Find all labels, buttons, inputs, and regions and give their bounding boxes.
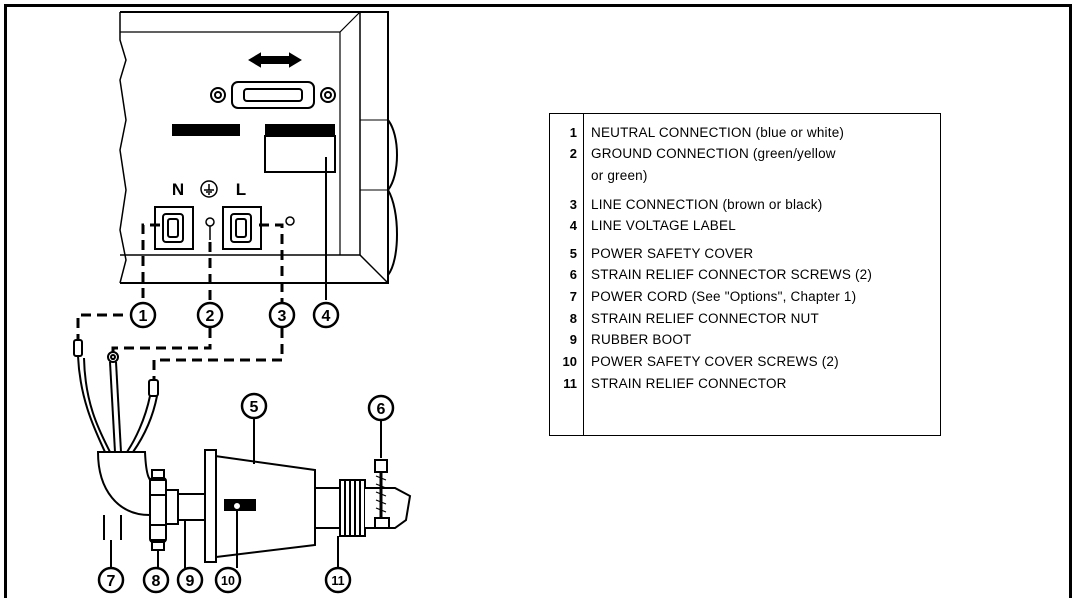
callout-6: 6 bbox=[367, 394, 395, 422]
callout-10: 10 bbox=[214, 566, 242, 594]
callout-10-number: 10 bbox=[221, 574, 235, 588]
legend-text: POWER SAFETY COVER SCREWS (2) bbox=[591, 354, 839, 369]
legend-row: 9 RUBBER BOOT bbox=[550, 330, 940, 350]
legend-row: 11 STRAIN RELIEF CONNECTOR bbox=[550, 374, 940, 394]
legend-table: 1 NEUTRAL CONNECTION (blue or white) 2 G… bbox=[549, 113, 941, 436]
callout-3: 3 bbox=[268, 301, 296, 329]
callout-4: 4 bbox=[312, 301, 340, 329]
leader-lines bbox=[76, 223, 284, 380]
ground-terminal bbox=[205, 217, 215, 240]
legend-number: 7 bbox=[569, 289, 577, 304]
neutral-letter: N bbox=[172, 180, 184, 199]
line-rating-label: LINE RATING bbox=[280, 128, 320, 135]
figure-frame bbox=[4, 4, 1072, 598]
callout-5: 5 bbox=[240, 392, 268, 420]
legend-text: STRAIN RELIEF CONNECTOR SCREWS (2) bbox=[591, 267, 873, 282]
callout-11-number: 11 bbox=[331, 574, 344, 588]
callout-9: 9 bbox=[176, 566, 204, 594]
neutral-terminal bbox=[154, 206, 194, 250]
legend-number: 5 bbox=[569, 246, 577, 261]
legend-number: 6 bbox=[569, 267, 577, 282]
legend-number: 10 bbox=[562, 354, 577, 369]
callout-2-number: 2 bbox=[206, 308, 215, 325]
line-letter: L bbox=[236, 180, 246, 199]
callout-8: 8 bbox=[142, 566, 170, 594]
legend-row: 8 STRAIN RELIEF CONNECTOR NUT bbox=[550, 309, 940, 329]
legend-text: POWER CORD (See "Options", Chapter 1) bbox=[591, 289, 857, 304]
legend-number: 11 bbox=[563, 376, 577, 391]
callout-7-number: 7 bbox=[107, 573, 116, 590]
callout-8-number: 8 bbox=[152, 573, 161, 590]
gpib-label: GPIB bbox=[267, 58, 283, 65]
callout-4-number: 4 bbox=[322, 308, 331, 325]
legend-number: 2 bbox=[569, 146, 577, 161]
legend-text: STRAIN RELIEF CONNECTOR NUT bbox=[591, 311, 819, 326]
legend-text: POWER SAFETY COVER bbox=[591, 246, 754, 261]
legend-row: 4 LINE VOLTAGE LABEL bbox=[550, 216, 940, 236]
gpib-connector bbox=[210, 52, 336, 109]
line-rating-label-bar bbox=[265, 124, 335, 136]
legend-number: 1 bbox=[569, 125, 577, 140]
rear-panel bbox=[119, 11, 398, 284]
legend-text: STRAIN RELIEF CONNECTOR bbox=[591, 376, 787, 391]
callout-7: 7 bbox=[97, 566, 125, 594]
legend-number: 3 bbox=[569, 197, 577, 212]
legend-row: 3 LINE CONNECTION (brown or black) bbox=[550, 195, 940, 215]
legend-row: 5 POWER SAFETY COVER bbox=[550, 244, 940, 264]
callout-1: 1 bbox=[129, 301, 157, 329]
legend-number: 4 bbox=[569, 218, 577, 233]
callout-3-number: 3 bbox=[278, 308, 287, 325]
callout-9-number: 9 bbox=[186, 573, 195, 590]
strain-relief-assembly bbox=[149, 449, 412, 563]
legend-text: LINE CONNECTION (brown or black) bbox=[591, 197, 823, 212]
callout-5-number: 5 bbox=[250, 399, 259, 416]
legend-text: NEUTRAL CONNECTION (blue or white) bbox=[591, 125, 845, 140]
line-voltage-label bbox=[264, 135, 336, 173]
callout-1-number: 1 bbox=[139, 308, 148, 325]
legend-row: 6 STRAIN RELIEF CONNECTOR SCREWS (2) bbox=[550, 265, 940, 285]
legend-text: or green) bbox=[591, 168, 648, 183]
legend-row: 1 NEUTRAL CONNECTION (blue or white) bbox=[550, 123, 940, 143]
ground-icon bbox=[200, 180, 218, 198]
panel-hole bbox=[285, 216, 295, 226]
legend-number: 9 bbox=[569, 332, 577, 347]
legend-row: 10 POWER SAFETY COVER SCREWS (2) bbox=[550, 352, 940, 372]
legend-text: LINE VOLTAGE LABEL bbox=[591, 218, 736, 233]
legend-row: 7 POWER CORD (See "Options", Chapter 1) bbox=[550, 287, 940, 307]
callout-6-number: 6 bbox=[377, 401, 386, 418]
callout-11: 11 bbox=[324, 566, 352, 594]
legend-divider bbox=[583, 114, 584, 435]
option-label-bar bbox=[172, 124, 240, 136]
legend-row: or green) bbox=[550, 166, 940, 186]
legend-text: GROUND CONNECTION (green/yellow bbox=[591, 146, 836, 161]
callout-2: 2 bbox=[196, 301, 224, 329]
legend-row: 2 GROUND CONNECTION (green/yellow bbox=[550, 144, 940, 164]
line-terminal bbox=[222, 206, 262, 250]
legend-text: RUBBER BOOT bbox=[591, 332, 692, 347]
legend-number: 8 bbox=[569, 311, 577, 326]
option-label: OPTION bbox=[194, 128, 219, 135]
callout-leaders bbox=[110, 418, 382, 568]
